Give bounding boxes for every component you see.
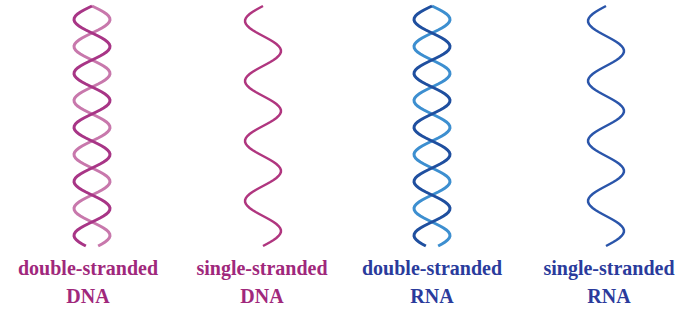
helix-label: double-stranded RNA (348, 254, 516, 310)
dna-strand (74, 6, 110, 246)
dna-strand (74, 6, 110, 246)
rna-strand (414, 6, 450, 246)
dna-strand (245, 6, 281, 246)
helix-label: double-stranded DNA (4, 254, 172, 310)
helix-label: single-stranded DNA (178, 254, 346, 310)
rna-strand (414, 6, 450, 246)
helix-label: single-stranded RNA (525, 254, 693, 310)
rna-strand (588, 6, 624, 246)
